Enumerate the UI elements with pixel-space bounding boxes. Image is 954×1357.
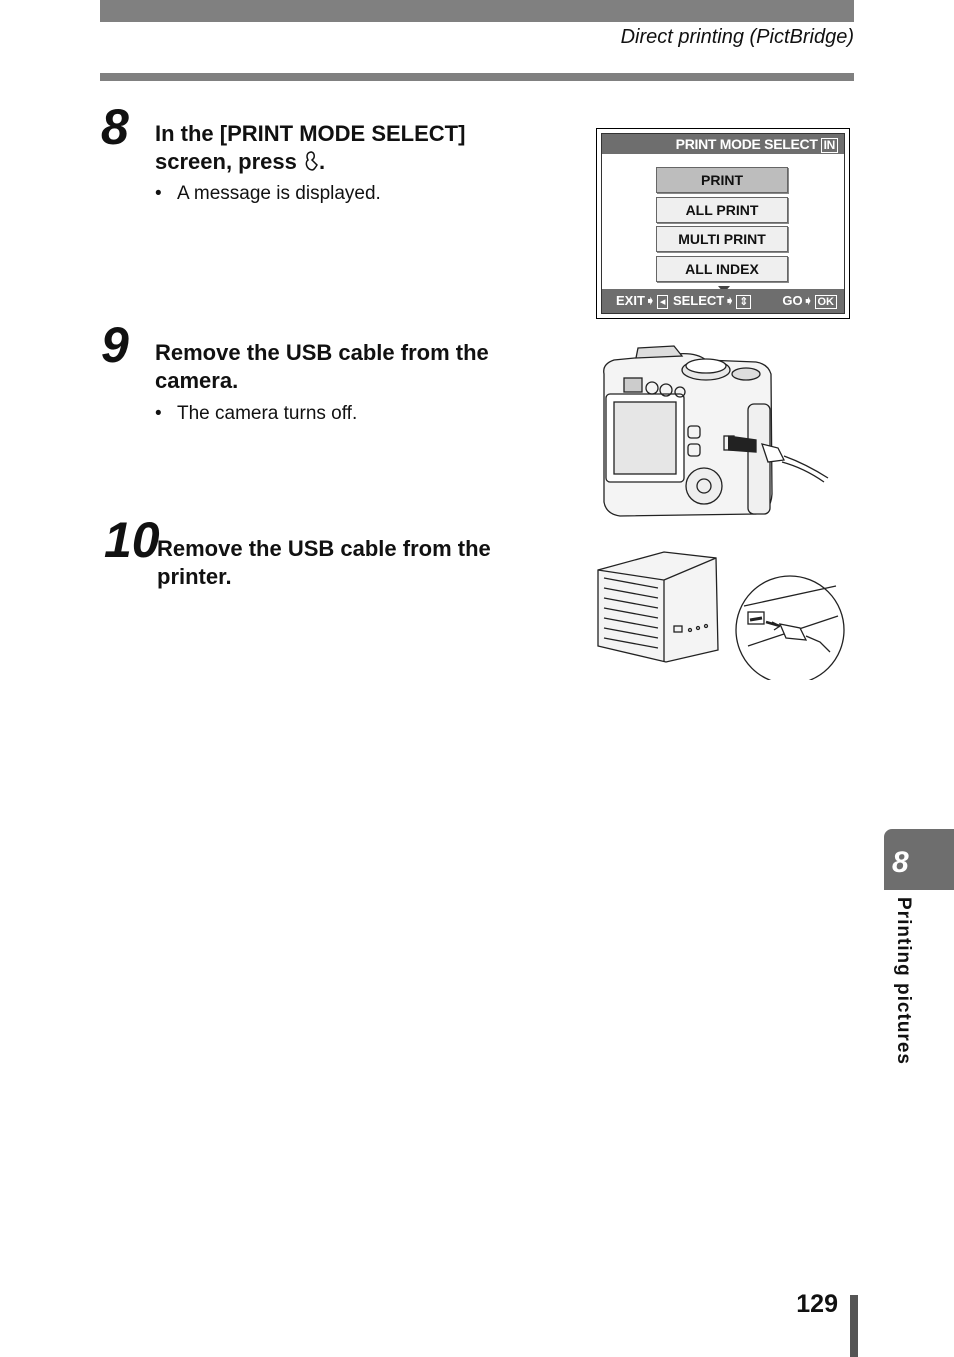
chapter-tab-label: Printing pictures [893,897,914,1065]
chapter-tab [884,829,954,890]
option-all-print[interactable]: ALL PRINT [656,197,788,223]
step-9-note: •The camera turns off. [155,403,358,424]
step-8-note: •A message is displayed. [155,183,381,204]
option-multi-print[interactable]: MULTI PRINT [656,226,788,252]
step-9-note-text: The camera turns off. [177,403,358,424]
footer-right: GO➧OK [782,289,838,313]
step-8-title-end: . [318,149,326,174]
go-label: GO [782,293,803,308]
up-down-key-icon: ⇕ [736,295,752,309]
step-9-number: 9 [101,317,129,373]
chapter-tab-number: 8 [892,846,909,879]
running-title: Direct printing (PictBridge) [620,26,854,48]
memory-indicator: IN [820,138,838,153]
ok-key-label: OK [814,295,837,309]
exit-label: EXIT [616,293,645,308]
step-8-note-text: A message is displayed. [177,183,381,204]
step-10-title: Remove the USB cable from the printer. [157,536,491,589]
lcd-title: PRINT MODE SELECT [675,136,818,152]
header-band [100,0,854,22]
ok-button-icon [303,150,319,179]
left-key-icon: ◂ [656,295,669,309]
step-8-title: In the [PRINT MODE SELECT] screen, press… [155,120,545,179]
arrow-right-icon: ➧ [802,293,814,308]
option-all-index[interactable]: ALL INDEX [656,256,788,282]
step-9-title: Remove the USB cable from the camera. [155,340,489,393]
option-print[interactable]: PRINT [656,167,788,193]
arrow-right-icon: ➧ [724,293,736,308]
arrow-right-icon: ➧ [644,293,656,308]
lcd-footer: EXIT➧◂ SELECT➧⇕ GO➧OK [602,289,844,313]
page-number: 129 [796,1290,838,1318]
camera-usb-illustration [603,345,829,517]
step-10-number: 10 [104,512,160,568]
select-label: SELECT [672,293,725,308]
printer-usb-illustration [597,551,845,680]
step-8-title-text: In the [PRINT MODE SELECT] screen, press [155,121,466,174]
step-8-number: 8 [101,99,129,155]
page-number-bar [850,1295,858,1357]
header-rule [100,73,854,81]
footer-left: EXIT➧◂ SELECT➧⇕ [616,289,752,313]
